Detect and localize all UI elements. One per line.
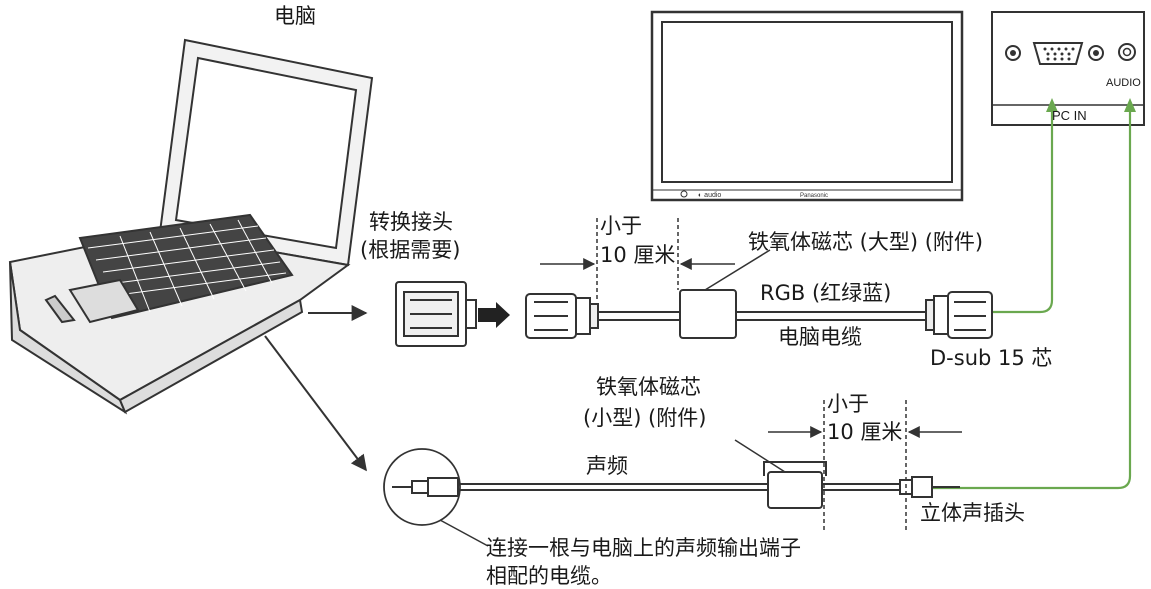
ferrite-small-leader bbox=[734, 439, 786, 473]
top-distance-label-line1: 小于 bbox=[600, 214, 642, 238]
note-line2: 相配的电缆。 bbox=[486, 564, 612, 588]
pc-cable-label: 电脑电缆 bbox=[778, 325, 862, 349]
display-illustration: ◐ audio Panasonic bbox=[650, 10, 964, 202]
laptop-to-audio-arrow bbox=[264, 335, 367, 472]
panel-audio-label: AUDIO bbox=[1106, 77, 1141, 89]
note-line1: 连接一根与电脑上的声频输出端子 bbox=[486, 536, 801, 560]
bottom-distance-marker bbox=[768, 400, 962, 530]
computer-label: 电脑 bbox=[274, 4, 316, 28]
bottom-distance-label-line1: 小于 bbox=[827, 392, 869, 416]
adapter-to-cable-arrow bbox=[478, 302, 510, 328]
panel-cables bbox=[920, 105, 1132, 490]
pc-in-panel bbox=[991, 11, 1145, 126]
ferrite-small-label-line2: (小型) (附件) bbox=[583, 406, 707, 430]
adapter-label-line1: 转换接头 bbox=[369, 210, 453, 234]
audio-cable bbox=[383, 448, 960, 526]
adapter-label-line2: (根据需要) bbox=[360, 238, 461, 262]
bottom-distance-label-line2: 10 厘米 bbox=[827, 420, 903, 444]
ferrite-large-leader bbox=[704, 249, 771, 291]
note-leader bbox=[439, 519, 489, 547]
stereo-plug-label: 立体声插头 bbox=[920, 501, 1025, 525]
audio-label: 声频 bbox=[586, 454, 628, 478]
panel-cable-arrows bbox=[1046, 98, 1136, 112]
svg-text:◐ audio: ◐ audio bbox=[698, 192, 721, 199]
ferrite-large-label: 铁氧体磁芯 (大型) (附件) bbox=[748, 230, 984, 254]
top-distance-marker bbox=[540, 218, 735, 300]
ferrite-small-label-line1: 铁氧体磁芯 bbox=[596, 375, 701, 399]
panel-pc-in-label: PC IN bbox=[1052, 108, 1087, 123]
vga-cable bbox=[525, 289, 993, 339]
dsub-label: D-sub 15 芯 bbox=[930, 346, 1053, 370]
laptop-illustration bbox=[8, 38, 374, 415]
adapter-illustration bbox=[395, 281, 477, 347]
svg-text:Panasonic: Panasonic bbox=[800, 193, 828, 199]
top-distance-label-line2: 10 厘米 bbox=[600, 243, 676, 267]
rgb-label: RGB (红绿蓝) bbox=[760, 281, 892, 305]
